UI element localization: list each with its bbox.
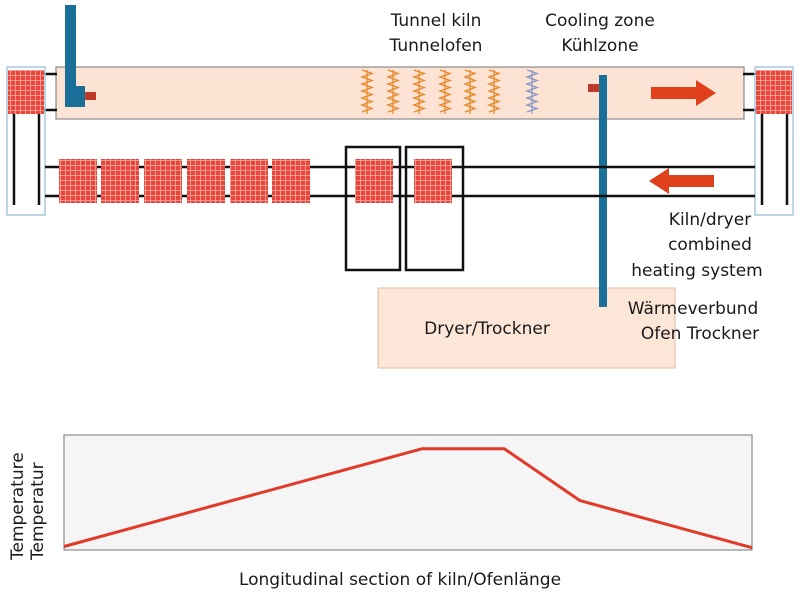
temperature-chart: Temperature Temperatur Longitudinal sect… [8,434,753,590]
kiln-car-5 [230,159,268,203]
kiln-car-4 [187,159,225,203]
heater-element-1 [359,69,375,113]
tunnel-kiln-label-de: Tunnelofen [389,36,483,56]
dryer-chamber-2 [404,145,465,272]
cooling-zone-label-en: Cooling zone [545,11,655,31]
kiln-car-8 [414,159,452,203]
cooling-pipe [599,75,607,307]
x-axis-label: Longitudinal section of kiln/Ofenlänge [239,570,561,590]
tunnel-kiln-label-en: Tunnel kiln [390,11,482,31]
dryer-label: Dryer/Trockner [424,319,550,339]
inlet-pipe-foot [65,86,85,107]
inlet-pipe [65,5,76,107]
plot-area [63,434,753,551]
heater-element-4 [437,69,453,113]
combined-label-line1: Kiln/dryer [669,210,751,230]
dryer-chamber-1 [344,145,402,272]
combined-de-line2: Ofen Trockner [641,324,759,344]
inlet-burner [85,92,96,100]
heater-element-2 [385,69,401,113]
arrow-left-icon [649,168,714,194]
kiln-car-3 [144,159,182,203]
kiln-car-2 [101,159,139,203]
combined-label-line2: combined [668,235,752,255]
kiln-car-1 [59,159,97,203]
heater-element-5 [462,69,478,113]
right-transfer-car [754,66,794,216]
temperature-curve [63,447,753,550]
y-axis-label-de: Temperatur [28,462,48,561]
y-axis-label-en: Temperature [8,452,28,561]
kiln-cars [59,159,452,203]
left-transfer-car [6,66,46,216]
heater-element-3 [411,69,427,113]
heater-elements [359,69,540,114]
heater-element-6 [486,69,502,113]
tunnel-kiln [10,5,790,307]
dryer-box [377,287,676,369]
return-track [45,145,755,272]
combined-label-line3: heating system [631,261,762,281]
arrow-right-icon [651,80,716,106]
heater-element-7 [524,69,540,113]
kiln-car-6 [272,159,310,203]
cooling-burner [588,84,600,92]
combined-de-line1: Wärmeverbund [628,299,759,319]
cooling-zone-label-de: Kühlzone [561,36,638,56]
kiln-car-7 [355,159,393,203]
